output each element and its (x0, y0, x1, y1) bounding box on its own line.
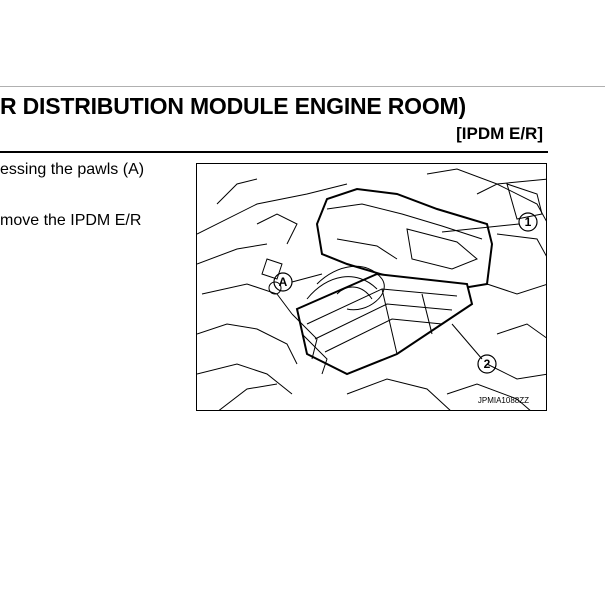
engine-room-drawing (197, 168, 546, 410)
ipdm-illustration: 1 2 A JPMIA1088ZZ (196, 163, 547, 411)
instruction-line-2: move the IPDM E/R (0, 212, 142, 229)
callout-2-circle (477, 354, 497, 374)
section-subtitle: [IPDM E/R] (456, 124, 543, 143)
figure-id: JPMIA1088ZZ (477, 396, 529, 405)
callout-a-label: A (278, 275, 288, 289)
top-divider (0, 86, 605, 87)
section-title: R DISTRIBUTION MODULE ENGINE ROOM) (0, 93, 466, 119)
title-underline (0, 151, 548, 153)
callout-a-circle (273, 272, 293, 292)
callout-2-label: 2 (483, 357, 491, 371)
callout-1-circle (518, 212, 538, 232)
instruction-line-1: essing the pawls (A) (0, 161, 145, 178)
callout-1-label: 1 (524, 215, 532, 229)
